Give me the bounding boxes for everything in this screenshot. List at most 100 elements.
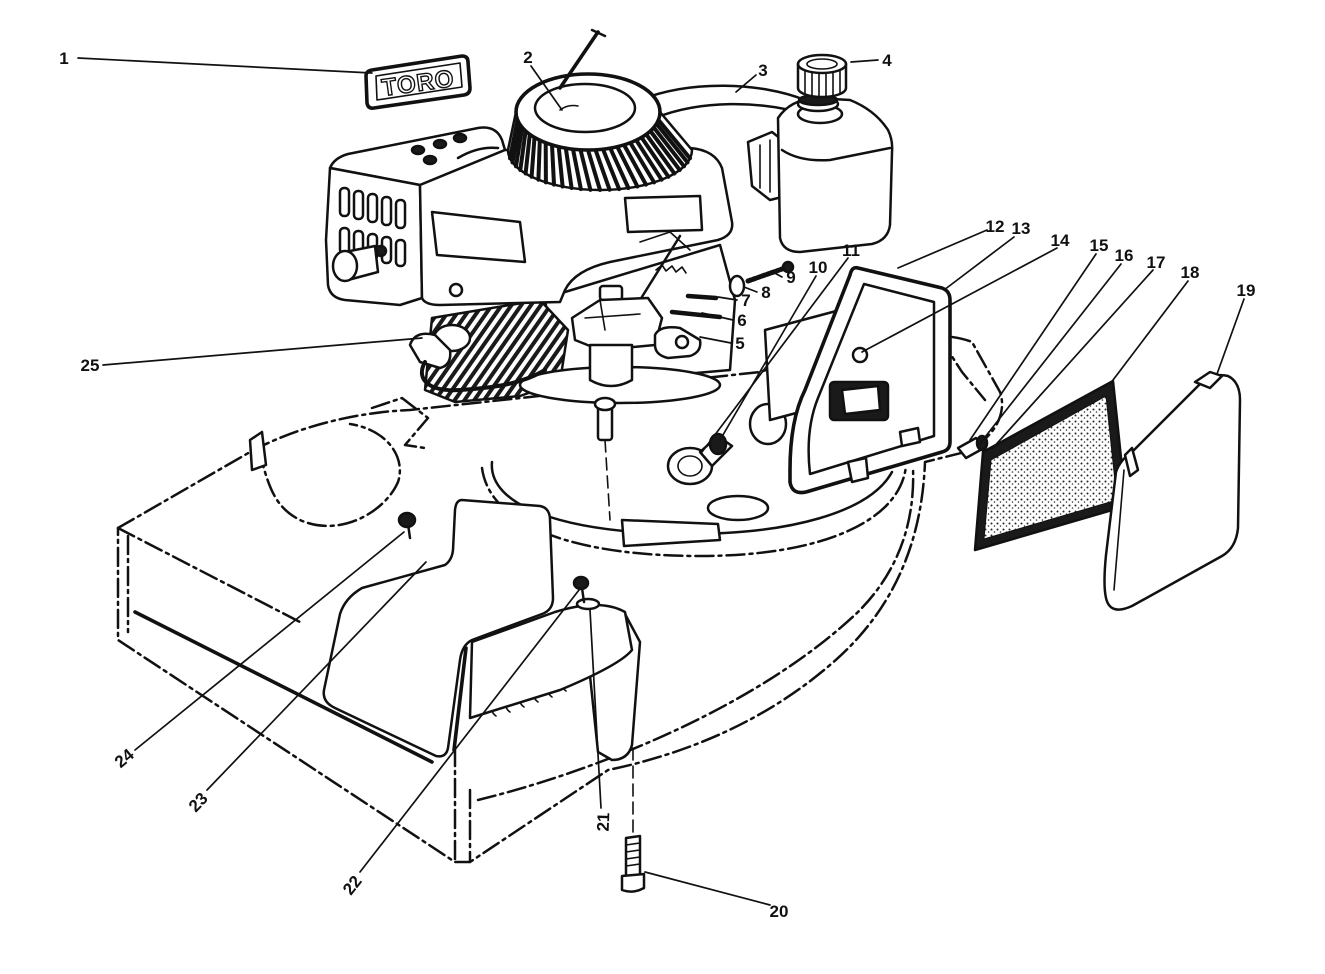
leader-line-11 — [701, 257, 849, 453]
starter-rib — [586, 148, 602, 192]
callout-13: 13 — [1012, 219, 1031, 238]
callout-25: 25 — [81, 356, 100, 375]
top-panel-rib — [456, 146, 500, 160]
deck-rear-bracket — [370, 396, 430, 450]
fasteners — [397, 511, 646, 893]
starter-rib — [608, 146, 631, 190]
starter-rope — [558, 30, 600, 90]
deck-front-edge — [133, 610, 434, 764]
starter-ribs — [508, 117, 692, 192]
handle-screw-shaft — [580, 586, 586, 604]
starter-rib — [578, 147, 593, 192]
deck-front-face — [116, 526, 302, 634]
starter-rib — [634, 138, 664, 182]
idle-screw-head — [781, 260, 795, 274]
starter-rib — [651, 125, 686, 169]
leader-line-1 — [77, 57, 373, 74]
callout-10: 10 — [809, 258, 828, 277]
leader-lines — [77, 57, 1245, 906]
deck-side-rim — [476, 466, 915, 802]
spark-plug-boot — [408, 332, 452, 370]
spark-plug-assembly — [408, 323, 547, 393]
callout-16: 16 — [1115, 246, 1134, 265]
baffle-screw-head — [397, 511, 417, 529]
handle-screw — [572, 575, 601, 611]
callout-7: 7 — [741, 291, 750, 310]
starter-rib — [593, 147, 612, 192]
starter-rib — [529, 135, 537, 179]
vent-slot — [380, 195, 393, 227]
starter-cap — [533, 82, 637, 134]
callout-24: 24 — [111, 745, 138, 772]
carburetor-bowl — [588, 343, 634, 388]
callout-23: 23 — [185, 789, 212, 816]
vent-slot — [394, 198, 407, 230]
starter-rib — [639, 135, 671, 179]
callout-18: 18 — [1181, 263, 1200, 282]
callout-19: 19 — [1237, 281, 1256, 300]
vent-slot — [366, 192, 379, 224]
deck-front-right-edge — [453, 746, 472, 864]
leader-line-6 — [701, 312, 734, 321]
callout-11: 11 — [842, 241, 860, 260]
starter-rib — [648, 129, 682, 172]
mower-deck — [116, 334, 1004, 864]
shroud-label-right — [623, 194, 704, 234]
starter-rib — [628, 140, 657, 185]
crankshaft-collar — [593, 396, 617, 412]
starter-rib — [550, 142, 556, 187]
callout-20: 20 — [770, 902, 789, 921]
callout-12: 12 — [986, 217, 1005, 236]
throttle-rod — [638, 234, 682, 302]
starter-rope-end — [590, 28, 607, 38]
leader-line-2 — [530, 65, 563, 111]
governor-bracket — [639, 231, 691, 251]
crankshaft-axis — [604, 439, 611, 521]
callout-9: 9 — [786, 268, 795, 287]
rear-baffle — [322, 498, 555, 758]
starter-rib — [644, 132, 677, 176]
callout-1: 1 — [59, 49, 68, 68]
leader-line-9 — [770, 270, 783, 278]
fuel-tank-top-edge — [780, 146, 892, 162]
leader-line-12 — [897, 229, 988, 269]
choke-knob-pin — [374, 244, 388, 258]
starter-rib — [563, 146, 574, 190]
leader-line-16 — [977, 263, 1122, 447]
leader-line-13 — [943, 236, 1015, 291]
idle-screw — [745, 265, 788, 284]
cover-shell — [1103, 373, 1242, 611]
cover-edge — [1113, 469, 1125, 591]
carburetor-inlet — [598, 284, 624, 302]
carburetor — [570, 231, 795, 388]
leader-line-10 — [719, 275, 817, 441]
carburetor-detail — [584, 299, 641, 331]
choke-knob-face — [331, 249, 359, 283]
callout-21: 21 — [594, 812, 614, 832]
leader-line-19 — [1216, 298, 1245, 375]
engine-shroud — [418, 146, 734, 307]
handle-washer — [575, 597, 601, 611]
blade-bolt — [620, 834, 646, 893]
callout-8: 8 — [761, 283, 770, 302]
leader-line-7 — [717, 296, 738, 301]
callout-3: 3 — [758, 61, 767, 80]
starter-rib — [536, 138, 542, 182]
deck-brace — [620, 518, 722, 548]
air-cleaner-tab — [898, 426, 922, 448]
callout-17: 17 — [1147, 253, 1166, 272]
filter-stud — [956, 434, 989, 460]
starter-rib — [510, 121, 522, 165]
leader-line-4 — [850, 59, 879, 63]
blade-bolt-head — [620, 872, 646, 893]
vent-slot — [338, 186, 351, 218]
carburetor-bolt-long — [669, 309, 723, 320]
fuel-cap-top — [796, 53, 848, 75]
air-cleaner-cover — [1103, 370, 1242, 611]
starter-rib — [571, 147, 583, 192]
recoil-starter — [506, 72, 694, 192]
callout-4: 4 — [882, 51, 892, 70]
engine-assembly — [324, 28, 894, 521]
cover-tab-side — [1123, 446, 1140, 478]
